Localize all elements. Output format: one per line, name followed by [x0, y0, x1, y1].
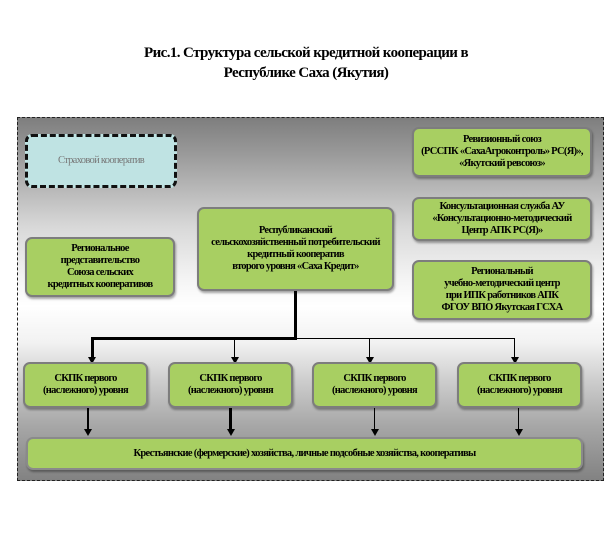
first-level-line: СКПК первого	[54, 373, 117, 384]
training-center-line: ФГОУ ВПО Якутская ГСХА	[441, 302, 563, 313]
horizontal-bus-connector-thick	[91, 337, 297, 340]
central-line: второго уровня «Саха Кредит»	[232, 261, 359, 272]
first-level-line: (наслежного) уровня	[477, 385, 563, 396]
republican-credit-cooperative-box: Республиканский сельскохозяйственный пот…	[197, 207, 394, 291]
central-line: сельскохозяйственный потребительский	[211, 237, 380, 248]
arrow-down-icon	[88, 357, 96, 364]
first-level-line: СКПК первого	[343, 373, 406, 384]
audit-union-line: (РССПК «СахаАгроконтроль» РС(Я)»,	[421, 146, 583, 157]
regional-rep-line: кредитных кооперативов	[47, 279, 153, 290]
arrow-down-icon	[371, 429, 379, 436]
arrow-down-icon	[515, 429, 523, 436]
first-level-line: (наслежного) уровня	[43, 385, 129, 396]
first-level-cooperative-box-3: СКПК первого (наслежного) уровня	[312, 362, 437, 408]
insurance-cooperative-box: Страховой кооператив	[25, 134, 177, 188]
arrow-down-icon	[366, 357, 374, 364]
first-level-cooperative-box-1: СКПК первого (наслежного) уровня	[23, 362, 148, 408]
arrow-down-icon	[231, 357, 239, 364]
first-level-line: (наслежного) уровня	[332, 385, 418, 396]
drop-connector-4	[514, 339, 515, 357]
arrow-down-icon	[511, 357, 519, 364]
bottom-drop-connector-4	[518, 408, 519, 429]
regional-representation-box: Региональное представительство Союза сел…	[25, 237, 175, 297]
training-center-line: учебно-методический центр	[444, 278, 560, 289]
central-line: кредитный кооператив	[247, 249, 344, 260]
insurance-cooperative-label: Страховой кооператив	[57, 155, 145, 166]
figure-title-line-2: Республике Саха (Якутия)	[223, 65, 389, 81]
bottom-drop-connector-3	[374, 408, 375, 429]
training-center-box: Региональный учебно-методический центр п…	[412, 260, 592, 320]
consulting-line: Центр АПК РС(Я)»	[461, 225, 543, 236]
regional-rep-line: Региональное	[71, 243, 129, 254]
figure-title-line-1: Рис.1. Структура сельской кредитной кооп…	[144, 45, 469, 61]
audit-union-line: «Якутский ревсоюз»	[459, 158, 546, 169]
drop-connector-3	[369, 339, 370, 357]
first-level-cooperative-box-2: СКПК первого (наслежного) уровня	[168, 362, 293, 408]
farms-households-box: Крестьянские (фермерские) хозяйства, лич…	[26, 437, 583, 470]
first-level-line: СКПК первого	[199, 373, 262, 384]
consulting-service-box: Консультационная служба АУ «Консультацио…	[412, 197, 592, 241]
consulting-line: Консультационная служба АУ	[439, 201, 566, 212]
regional-rep-line: Союза сельских	[66, 267, 134, 278]
bottom-drop-connector-2	[229, 408, 232, 429]
central-line: Республиканский	[258, 225, 333, 236]
arrow-down-icon	[227, 429, 235, 436]
first-level-line: (наслежного) уровня	[188, 385, 274, 396]
central-trunk-connector	[294, 291, 297, 339]
farms-households-label: Крестьянские (фермерские) хозяйства, лич…	[133, 447, 477, 459]
arrow-down-icon	[84, 429, 92, 436]
drop-connector-1	[91, 337, 94, 357]
first-level-cooperative-box-4: СКПК первого (наслежного) уровня	[457, 362, 582, 408]
drop-connector-2	[234, 339, 235, 357]
audit-union-box: Ревизионный союз (РССПК «СахаАгроконтрол…	[412, 127, 592, 177]
horizontal-bus-connector-thin	[297, 338, 515, 339]
bottom-drop-connector-1	[87, 408, 89, 429]
training-center-line: Региональный	[471, 266, 533, 277]
consulting-line: «Консультационно-методический	[432, 213, 572, 224]
training-center-line: при ИПК работников АПК	[445, 290, 559, 301]
regional-rep-line: представительство	[60, 255, 140, 266]
first-level-line: СКПК первого	[488, 373, 551, 384]
audit-union-line: Ревизионный союз	[462, 134, 542, 145]
